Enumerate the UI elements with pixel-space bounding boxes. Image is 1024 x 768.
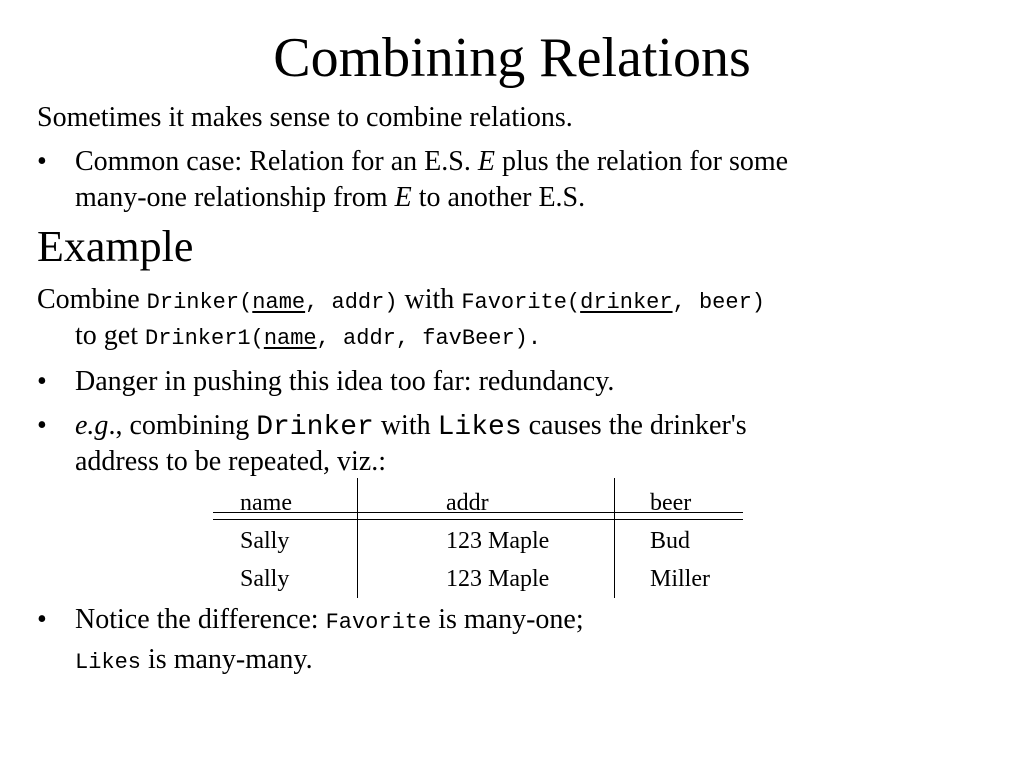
bullet-common-case: Common case: Relation for an E.S. E plus… [75, 144, 975, 180]
text: with [373, 410, 438, 441]
table-cell: 123 Maple [446, 566, 550, 592]
code: Drinker1( [145, 326, 264, 351]
combine-line: Combine Drinker(name, addr) with Favorit… [37, 282, 765, 321]
table-header-rule [213, 519, 743, 520]
example-heading: Example [37, 222, 194, 271]
bullet-notice: Notice the difference: Favorite is many-… [75, 602, 975, 641]
text: plus the relation for some [494, 146, 789, 177]
bullet-marker: • [37, 604, 47, 635]
text: e.g [75, 410, 109, 441]
bullet-notice-line2: Likes is many-many. [75, 642, 975, 681]
text: many-one relationship from [75, 182, 395, 213]
text: Common case: Relation for an E.S. [75, 146, 478, 177]
intro-text: Sometimes it makes sense to combine rela… [37, 102, 573, 133]
code-likes: Likes [75, 650, 142, 675]
text: with [397, 284, 462, 315]
bullet-marker: • [37, 146, 47, 177]
table-cell: Bud [650, 528, 691, 554]
table-header-addr: addr [446, 490, 489, 516]
combine-line2: to get Drinker1(name, addr, favBeer). [75, 318, 975, 357]
bullet-marker: • [37, 410, 47, 441]
text: to another E.S. [411, 182, 586, 213]
entity-set-e: E [477, 146, 495, 177]
code: , addr) [305, 290, 398, 315]
slide-title: Combining Relations [273, 27, 751, 89]
code: Drinker( [146, 290, 253, 315]
text: Notice the difference: [75, 604, 326, 635]
table-divider [614, 478, 615, 598]
table-divider [357, 478, 358, 598]
key-attribute: name [252, 290, 306, 315]
code-drinker: Drinker [256, 412, 374, 443]
table-cell: Miller [650, 566, 710, 592]
code-likes: Likes [437, 412, 522, 443]
code: , beer) [672, 290, 765, 315]
text: causes the drinker's [521, 410, 747, 441]
key-attribute: name [263, 326, 317, 351]
table-header-beer: beer [650, 490, 692, 516]
table-header-name: name [240, 490, 292, 516]
bullet-danger: Danger in pushing this idea too far: red… [75, 366, 615, 397]
key-attribute: drinker [580, 290, 673, 315]
text: ., combining [108, 410, 257, 441]
bullet-common-case-line2: many-one relationship from E to another … [75, 180, 975, 216]
table-cell: Sally [240, 528, 290, 554]
schema-drinker: Drinker(name, addr) [147, 290, 398, 315]
text: is many-one; [431, 604, 584, 635]
text: to get [75, 320, 145, 351]
redundancy-table: name addr beer Sally 123 Maple Bud Sally… [213, 478, 743, 600]
bullet-eg-line2: address to be repeated, viz.: [75, 446, 386, 477]
table-cell: 123 Maple [446, 528, 550, 554]
code: Favorite( [461, 290, 581, 315]
bullet-eg: e.g., combining Drinker with Likes cause… [75, 408, 975, 446]
code: , addr, favBeer). [316, 326, 542, 351]
text: Combine [37, 284, 147, 315]
code-favorite: Favorite [325, 610, 432, 635]
text: is many-many. [141, 644, 313, 675]
bullet-marker: • [37, 366, 47, 397]
schema-drinker1: Drinker1(name, addr, favBeer). [145, 326, 541, 351]
schema-favorite: Favorite(drinker, beer) [461, 290, 765, 315]
table-header-rule [213, 512, 743, 513]
table-cell: Sally [240, 566, 290, 592]
entity-set-e: E [394, 182, 412, 213]
